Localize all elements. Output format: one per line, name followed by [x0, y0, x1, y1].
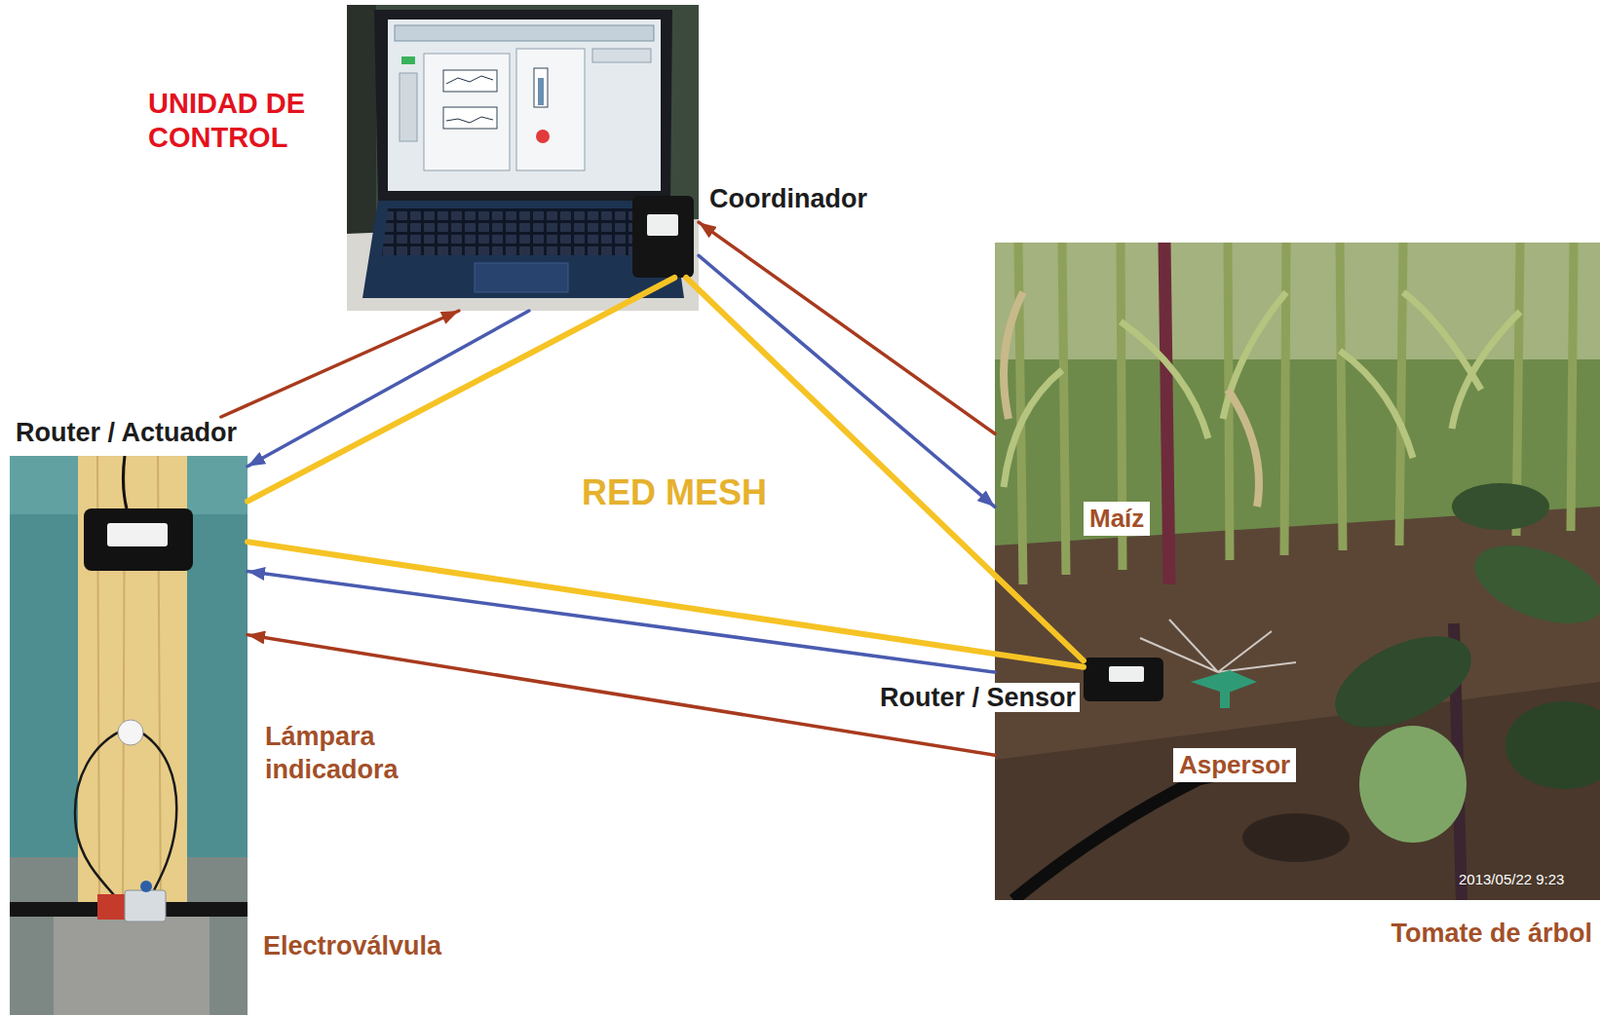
indicator-lamp [117, 720, 144, 746]
device-sticker [647, 214, 679, 236]
signal-arrow [698, 222, 995, 434]
valve-fitting [97, 894, 125, 920]
field-photo [994, 242, 1600, 901]
concrete-block [53, 915, 210, 1015]
laptop-touchpad [474, 263, 569, 293]
lamp-wire [130, 726, 177, 891]
graph-trace [446, 116, 494, 123]
screen-graph [443, 107, 497, 129]
device-sticker [1108, 666, 1144, 683]
node-heading: Tomate de árbol [1390, 917, 1593, 950]
node-heading: Router / Actuador [15, 417, 237, 449]
actuator-device [83, 508, 193, 572]
photo-wall [9, 456, 248, 1015]
signal-arrow [247, 571, 995, 674]
actuator-panel: Router / Actuador [9, 417, 248, 1015]
sensor-device: Router / Sensor [1083, 657, 1164, 702]
node-heading: UNIDAD DE CONTROL [148, 86, 319, 155]
control-unit-photo: UNIDAD DE CONTROLCoordinador [346, 4, 699, 311]
tree-tomato-leaf [1451, 483, 1550, 531]
valve-photo [9, 456, 248, 1015]
laptop-screen [387, 19, 661, 191]
antenna-wire [122, 456, 127, 509]
laptop-keyboard [381, 208, 669, 256]
mesh-link [685, 277, 1084, 661]
lamp-wire [75, 726, 131, 897]
network-label: RED MESH [581, 471, 767, 514]
irrigation-hose [1013, 769, 1243, 901]
signal-arrow [247, 310, 530, 467]
soil-shadow [1242, 813, 1350, 863]
photo-shadow [346, 4, 377, 239]
screen-gauge [533, 68, 548, 108]
tree-tomato-leaf [1359, 725, 1467, 843]
water-hose [9, 902, 103, 917]
valve-coil [140, 880, 153, 893]
corn-leaves [1003, 292, 1521, 488]
coordinator-device [632, 195, 694, 278]
device-sticker [107, 523, 168, 547]
sprinkler-stem [1219, 686, 1230, 709]
photo-wall [346, 4, 699, 311]
node-heading: Router / Sensor [876, 683, 1080, 713]
laptop-bezel [374, 9, 673, 201]
sensor-device [1083, 657, 1164, 702]
corn-stalk-purple [1164, 242, 1170, 585]
photo-sky-leaves [994, 242, 1600, 360]
crop-label: Maíz [1083, 501, 1150, 536]
dry-leaves [1003, 292, 1259, 507]
screen-stop-button [535, 129, 550, 144]
screen-buttons [399, 73, 418, 142]
soil-dark [994, 682, 1600, 901]
laptop-photo [346, 4, 699, 311]
part-label: Electroválvula [263, 930, 442, 962]
mesh-link [247, 541, 1084, 668]
screen-graph [443, 70, 497, 92]
field-panel: Tomate de árbolRouter / Sensor [994, 242, 1600, 901]
coordinator-device: Coordinador [632, 195, 694, 278]
part-label: Aspersor [1173, 748, 1296, 783]
screen-panel [516, 48, 585, 171]
graph-trace [446, 76, 494, 84]
mesh-link [247, 277, 675, 502]
water-hose [160, 902, 248, 917]
screen-tabs [592, 48, 651, 63]
screen-panel [423, 53, 510, 171]
tree-tomato-leaf [1464, 530, 1600, 640]
signal-arrow [698, 255, 995, 507]
screen-led [401, 56, 416, 65]
signal-arrow [221, 310, 459, 418]
screen-bar [394, 25, 654, 41]
tree-tomato-leaf [1505, 701, 1600, 790]
timestamp: 2013/05/22 9:23 [1458, 871, 1564, 889]
part-label: Lámpara indicadora [265, 721, 431, 788]
solenoid-valve [124, 890, 166, 922]
corn-stalks [1018, 242, 1574, 585]
node-heading: Coordinador [709, 183, 868, 215]
gauge-level [537, 77, 544, 106]
